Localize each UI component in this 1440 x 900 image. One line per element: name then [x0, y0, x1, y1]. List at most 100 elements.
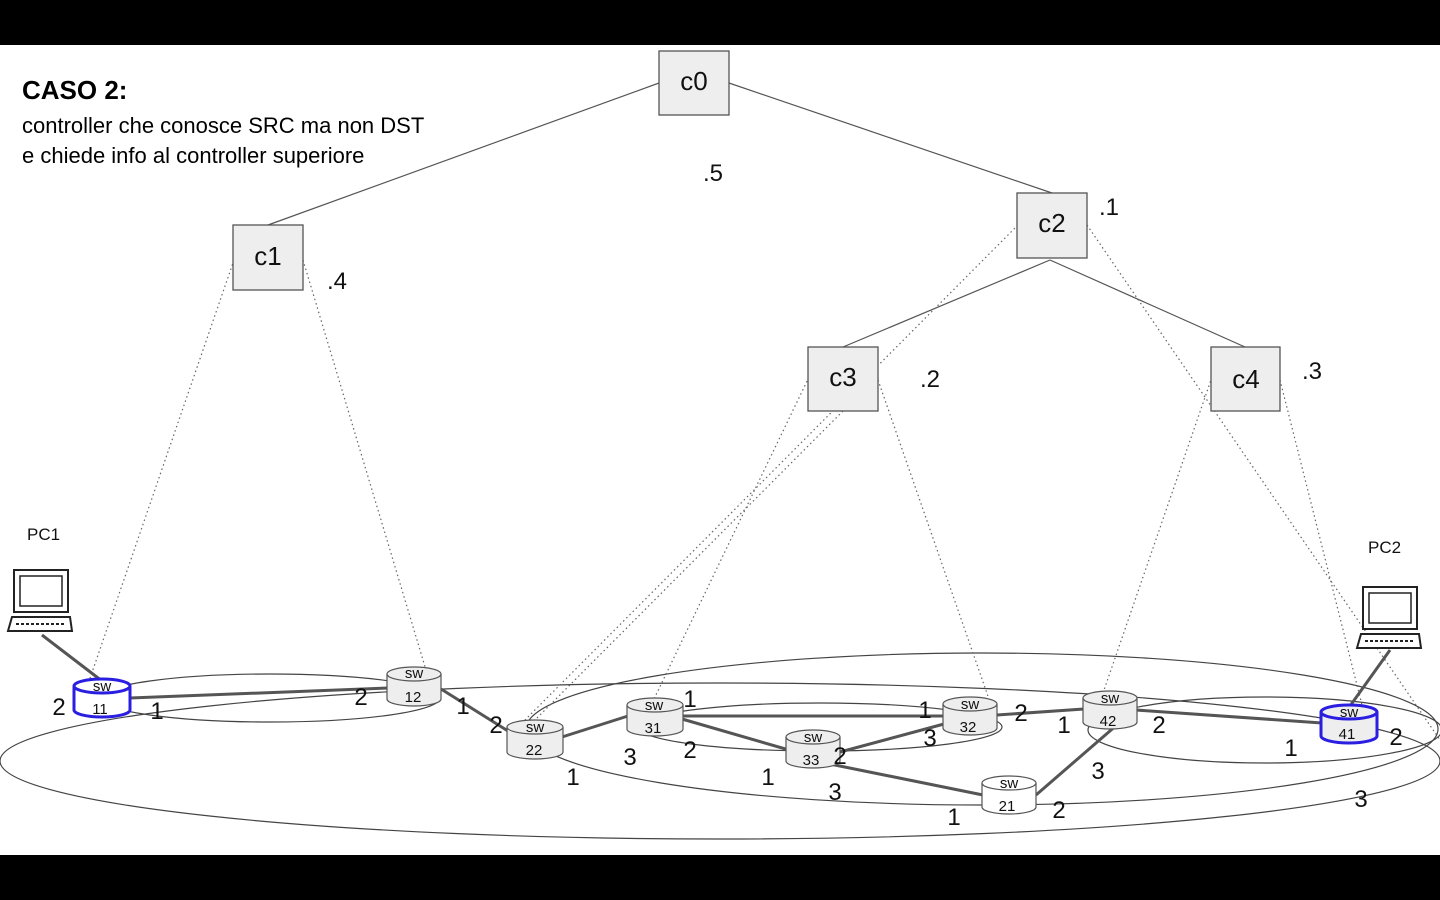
controller-c1-label: c1 [254, 241, 281, 271]
port-label: 2 [354, 684, 367, 711]
switch-sw21-type: sw [1000, 775, 1019, 792]
host-pc2[interactable]: PC2 [1355, 538, 1423, 649]
controller-c4-label: c4 [1232, 364, 1259, 394]
slide: c0 c1 c2 c3 c4 .5 .4 .1 .2 .3 sw 11 [0, 45, 1440, 855]
mgmt-c1-ring-left [86, 259, 235, 688]
controller-c1[interactable]: c1 [232, 224, 304, 291]
mgmt-c3-b [529, 410, 844, 726]
computer-icon [1355, 586, 1423, 649]
switch-sw12-number: 12 [405, 689, 422, 706]
switch-sw42[interactable]: sw 42 [1082, 690, 1138, 730]
mgmt-c1-ring-right [302, 259, 433, 691]
port-labels: 2 1 2 1 2 1 3 2 1 3 1 2 3 1 2 1 2 1 2 3 … [52, 684, 1402, 831]
link-sw41-pc2 [1348, 649, 1392, 707]
switch-sw41-type: sw [1340, 704, 1359, 721]
link-sw12-sw22 [440, 687, 509, 733]
ring-c4 [1087, 696, 1440, 764]
switch-sw33-number: 33 [803, 752, 820, 769]
link-c2-c3 [842, 259, 1051, 348]
mgmt-c3-a [653, 376, 810, 700]
port-label: 3 [923, 725, 936, 752]
port-label: 1 [947, 804, 960, 831]
switch-sw11-type: sw [93, 678, 112, 695]
port-label: 1 [1284, 735, 1297, 762]
port-label: 3 [1091, 758, 1104, 785]
link-sw31-sw33 [681, 717, 790, 752]
port-label: 1 [150, 698, 163, 725]
link-pc1-sw11 [41, 633, 103, 683]
mgmt-c2-right [1086, 224, 1440, 741]
port-label: 1 [918, 697, 931, 724]
controller-hierarchy [267, 82, 1246, 348]
link-sw33-sw21 [824, 761, 984, 797]
switch-sw32-type: sw [961, 696, 980, 713]
switch-sw21-number: 21 [999, 798, 1016, 815]
network-diagram: c0 c1 c2 c3 c4 .5 .4 .1 .2 .3 sw 11 [0, 50, 1440, 840]
switch-sw21[interactable]: sw 21 [981, 775, 1037, 815]
switch-sw22-number: 22 [526, 742, 543, 759]
mgmt-c4-b [1279, 379, 1363, 706]
port-label: 2 [1052, 797, 1065, 824]
port-label: 3 [623, 744, 636, 771]
mgmt-c4-a [1102, 376, 1213, 694]
top-letterbox [0, 0, 1440, 45]
port-label: 1 [761, 764, 774, 791]
switch-sw33[interactable]: sw 33 [785, 729, 841, 769]
switch-sw12-type: sw [405, 665, 424, 682]
controller-c0-label: c0 [680, 66, 707, 96]
switch-sw41[interactable]: sw 41 [1319, 703, 1379, 745]
link-sw42-sw41 [1135, 708, 1323, 725]
port-label: 2 [52, 694, 65, 721]
link-c0-c1 [267, 82, 660, 226]
description-line-2: e chiede info al controller superiore [22, 143, 365, 168]
port-label: 2 [1152, 712, 1165, 739]
switch-sw33-type: sw [804, 729, 823, 746]
ring-outer [0, 682, 1440, 840]
switch-sw32[interactable]: sw 32 [942, 696, 998, 736]
switch-sw32-number: 32 [960, 719, 977, 736]
link-sw33-sw32 [839, 722, 945, 754]
controller-c2-label: c2 [1038, 208, 1065, 238]
port-label: 3 [1354, 786, 1367, 813]
data-links [41, 633, 1392, 797]
controller-c0[interactable]: c0 [658, 50, 730, 116]
link-sw32-sw42 [996, 707, 1085, 717]
host-pc1-label: PC1 [27, 525, 60, 544]
management-links [86, 224, 1440, 741]
host-pc1[interactable]: PC1 [6, 525, 74, 632]
bottom-letterbox [0, 855, 1440, 900]
switch-sw31-number: 31 [645, 720, 662, 737]
port-label: 1 [683, 686, 696, 713]
link-sw22-sw31 [561, 714, 629, 739]
computer-icon [6, 569, 74, 632]
description-line-1: controller che conosce SRC ma non DST [22, 113, 425, 138]
port-label: 2 [1014, 700, 1027, 727]
controller-c2[interactable]: c2 [1016, 192, 1088, 259]
switch-sw31[interactable]: sw 31 [626, 697, 684, 737]
mgmt-c3-c [877, 379, 991, 703]
weight-c3: .2 [920, 366, 940, 393]
switch-sw41-number: 41 [1339, 726, 1356, 743]
switch-sw42-number: 42 [1100, 713, 1117, 730]
controller-c3-label: c3 [829, 362, 856, 392]
link-c2-c4 [1049, 259, 1246, 348]
switch-sw42-type: sw [1101, 690, 1120, 707]
port-label: 2 [1389, 724, 1402, 751]
slide-description: controller che conosce SRC ma non DST e … [22, 111, 424, 171]
controller-c3[interactable]: c3 [807, 346, 879, 412]
port-label: 2 [833, 743, 846, 770]
switch-sw22[interactable]: sw 22 [506, 719, 564, 760]
controller-c4[interactable]: c4 [1210, 346, 1281, 412]
link-sw11-sw12 [129, 686, 390, 700]
weight-c0: .5 [703, 160, 723, 187]
link-c0-c2 [728, 82, 1053, 194]
weight-c2: .1 [1099, 194, 1119, 221]
switch-sw11-number: 11 [92, 701, 108, 718]
port-label: 2 [683, 737, 696, 764]
switch-sw12[interactable]: sw 12 [386, 665, 442, 707]
port-label: 1 [566, 764, 579, 791]
domain-rings [0, 652, 1440, 840]
switch-sw11[interactable]: sw 11 [72, 677, 132, 719]
port-label: 3 [828, 779, 841, 806]
host-pc2-label: PC2 [1368, 538, 1401, 557]
